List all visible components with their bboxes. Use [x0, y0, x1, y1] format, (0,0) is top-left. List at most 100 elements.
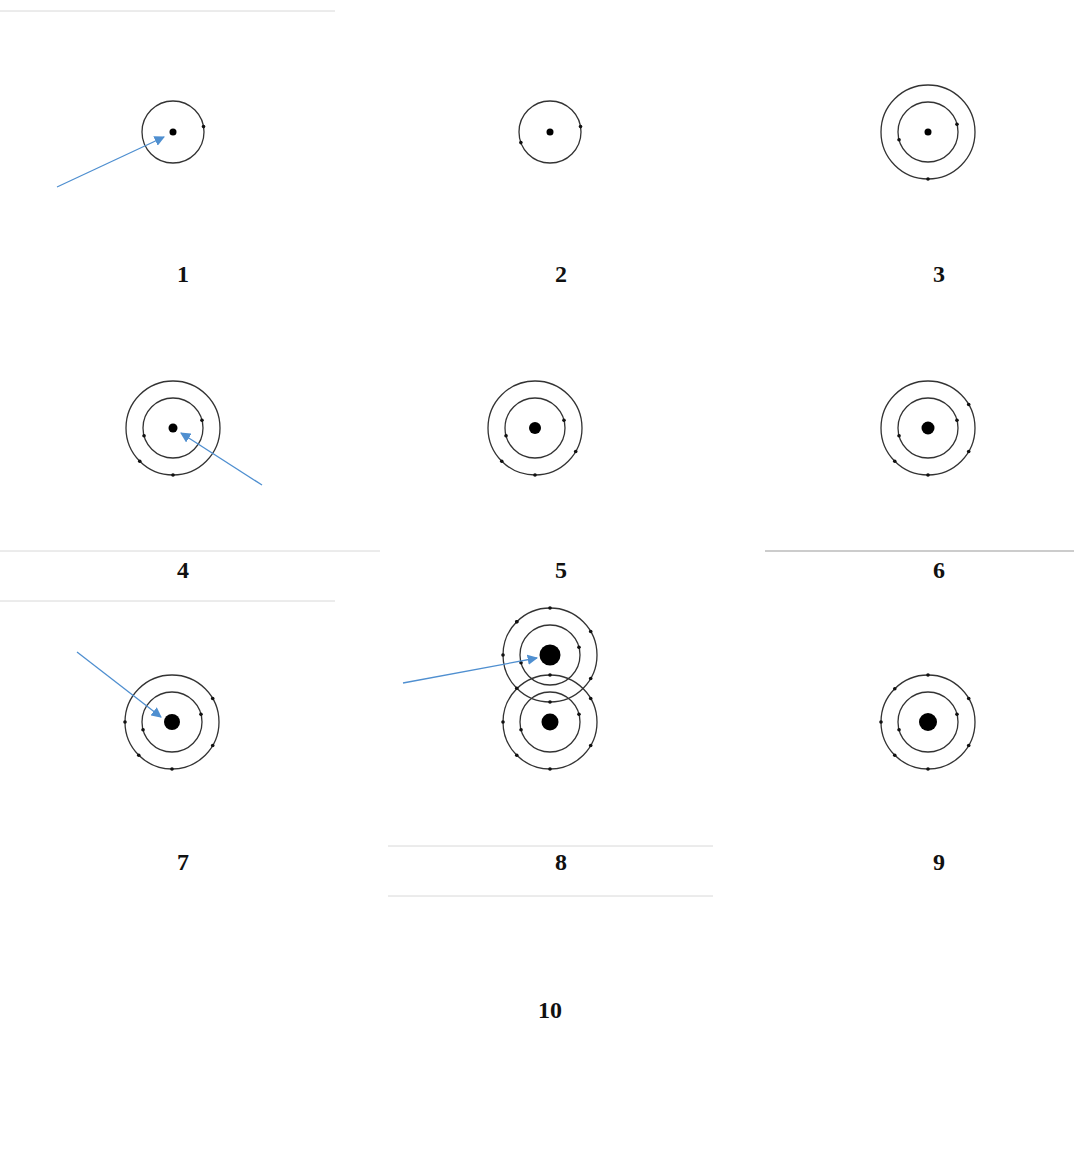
pointer-arrow	[77, 652, 161, 717]
divider-lines	[0, 11, 1074, 896]
electron-shell	[898, 102, 958, 162]
nucleus	[540, 645, 561, 666]
figure-number: 2	[555, 262, 567, 286]
divider-line	[0, 601, 335, 602]
electron	[893, 459, 897, 463]
electron-shell	[881, 675, 975, 769]
electron	[967, 450, 971, 454]
pointer-arrow	[403, 658, 537, 683]
atoms	[123, 85, 975, 771]
electron	[926, 767, 930, 771]
electron	[200, 418, 204, 422]
electron	[897, 434, 901, 438]
nucleus	[170, 129, 177, 136]
atom-model	[879, 673, 975, 771]
electron	[548, 606, 552, 610]
electron	[897, 728, 901, 732]
electron	[893, 753, 897, 757]
figure-number: 10	[538, 998, 562, 1022]
electron	[515, 753, 519, 757]
atom-model	[519, 101, 582, 163]
figure-number: 6	[933, 558, 945, 582]
electron	[519, 728, 523, 732]
electron	[202, 125, 206, 129]
electron-shell	[881, 85, 975, 179]
electron	[501, 720, 505, 724]
electron	[589, 677, 593, 681]
electron	[211, 744, 215, 748]
divider-line	[388, 846, 713, 847]
electron	[142, 434, 146, 438]
electron-shell	[898, 692, 958, 752]
electron	[199, 712, 203, 716]
atom-model	[126, 381, 220, 477]
atom-model	[488, 381, 582, 477]
electron	[967, 697, 971, 701]
atom-model	[142, 101, 205, 163]
electron	[515, 620, 519, 624]
nucleus	[164, 714, 180, 730]
electron	[500, 459, 504, 463]
nucleus	[922, 422, 935, 435]
electron	[515, 620, 519, 624]
electron	[577, 712, 581, 716]
atom-model	[501, 606, 597, 704]
electron	[926, 673, 930, 677]
electron	[926, 473, 930, 477]
electron-shell	[488, 381, 582, 475]
electron	[955, 418, 959, 422]
atom-model	[501, 673, 597, 771]
electron	[897, 138, 901, 142]
electron	[137, 753, 141, 757]
electron	[579, 125, 583, 129]
figure-number: 8	[555, 850, 567, 874]
figure-number: 5	[555, 558, 567, 582]
electron-shell	[503, 608, 597, 702]
electron-shell	[505, 398, 565, 458]
nucleus	[529, 422, 541, 434]
electron	[548, 700, 552, 704]
electron	[123, 720, 127, 724]
electron	[577, 645, 581, 649]
electron-shell	[142, 101, 204, 163]
electron	[548, 673, 552, 677]
electron-shell	[520, 692, 580, 752]
electron	[171, 473, 175, 477]
figure-number: 3	[933, 262, 945, 286]
figure-number: 7	[177, 850, 189, 874]
electron	[533, 473, 537, 477]
electron	[562, 418, 566, 422]
electron-shell	[143, 398, 203, 458]
electron	[515, 686, 519, 690]
electron	[574, 450, 578, 454]
electron	[967, 403, 971, 407]
divider-line	[388, 896, 713, 897]
electron	[879, 720, 883, 724]
electron	[504, 434, 508, 438]
figure-number: 9	[933, 850, 945, 874]
electron	[926, 177, 930, 181]
nucleus	[547, 129, 554, 136]
nucleus	[925, 129, 932, 136]
electron-shell	[142, 692, 202, 752]
nucleus	[542, 714, 559, 731]
electron-shell	[519, 101, 581, 163]
electron	[548, 767, 552, 771]
electron	[138, 459, 142, 463]
electron	[170, 767, 174, 771]
atom-model	[881, 85, 975, 181]
electron	[967, 744, 971, 748]
electron-shell	[125, 675, 219, 769]
atom-model	[123, 675, 219, 771]
electron	[141, 728, 145, 732]
nucleus	[919, 713, 937, 731]
nucleus	[169, 424, 178, 433]
pointer-arrows	[57, 137, 537, 717]
electron-shell	[881, 381, 975, 475]
atom-model	[881, 381, 975, 477]
electron-shell	[898, 398, 958, 458]
divider-line	[0, 11, 335, 12]
electron	[589, 697, 593, 701]
electron	[501, 653, 505, 657]
